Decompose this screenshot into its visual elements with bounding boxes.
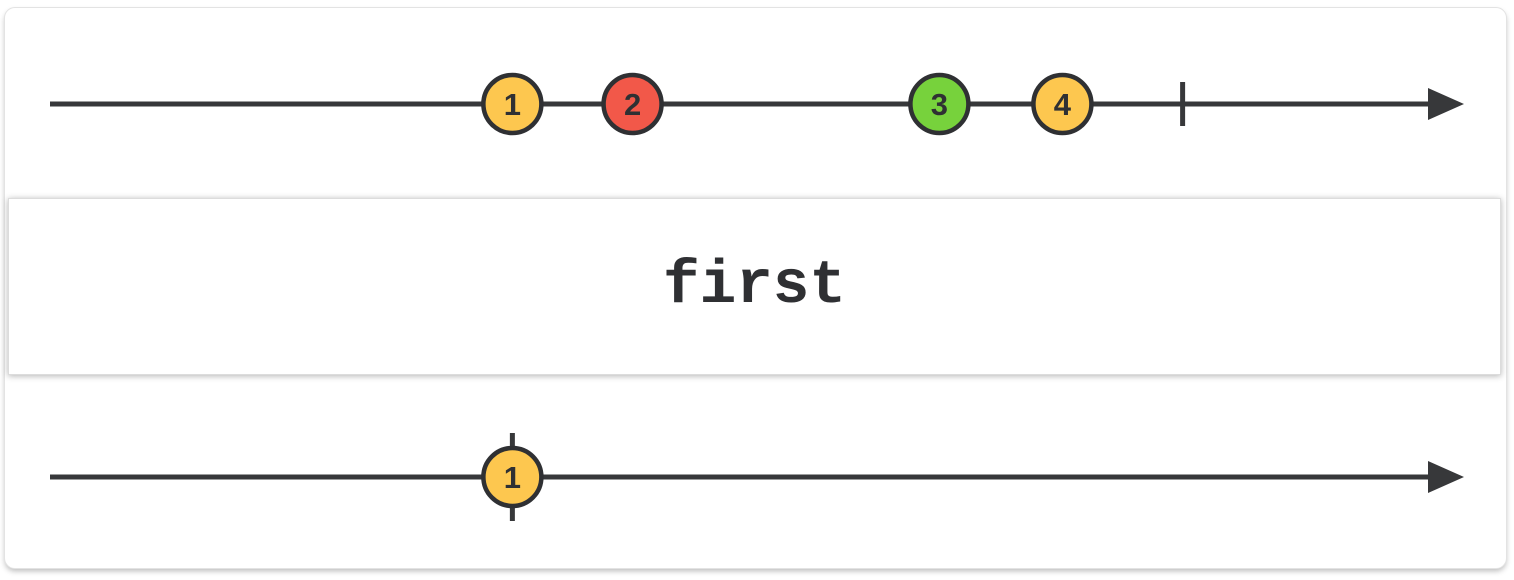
marble-value: 1 bbox=[504, 460, 521, 495]
marble-1[interactable]: 1 bbox=[481, 72, 544, 136]
operator-box: first bbox=[8, 198, 1501, 375]
marble-circle bbox=[481, 445, 544, 509]
marble-circle bbox=[481, 72, 544, 136]
marble-3[interactable]: 3 bbox=[908, 72, 971, 136]
marble-circle bbox=[601, 72, 664, 136]
source-stream: 1 2 3 4 bbox=[50, 72, 1464, 136]
marble-2[interactable]: 2 bbox=[601, 72, 664, 136]
marble-value: 2 bbox=[624, 87, 641, 122]
timeline-arrowhead bbox=[1428, 461, 1464, 493]
marble-4[interactable]: 4 bbox=[1031, 72, 1094, 136]
output-stream: 1 bbox=[50, 433, 1464, 521]
operator-label: first bbox=[662, 252, 847, 321]
marble-value: 4 bbox=[1054, 87, 1072, 122]
marble-value: 3 bbox=[931, 87, 948, 122]
marble-value: 1 bbox=[504, 87, 521, 122]
marble-circle bbox=[908, 72, 971, 136]
marble-1: 1 bbox=[481, 433, 544, 521]
marble-circle bbox=[1031, 72, 1094, 136]
timeline-arrowhead bbox=[1428, 88, 1464, 120]
